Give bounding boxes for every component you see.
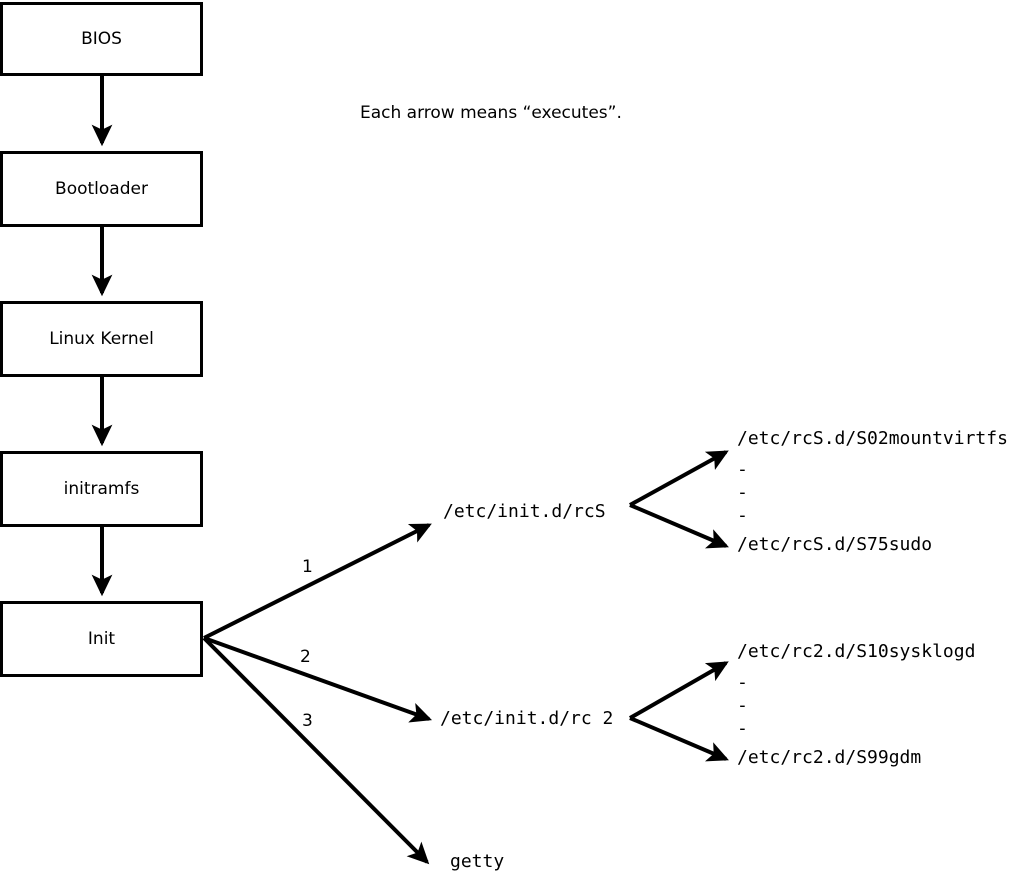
arrow-rc2-to-last-script: [629, 716, 729, 762]
label-getty: getty: [450, 851, 505, 872]
node-init-label: Init: [87, 628, 116, 649]
label-rc2-last-script: /etc/rc2.d/S99gdm: [737, 747, 922, 768]
arrow-number-1: 1: [302, 557, 313, 577]
label-rcs-ellipsis-2: -: [737, 482, 748, 503]
label-rc2-ellipsis-3: -: [737, 718, 748, 739]
node-init: Init: [0, 601, 203, 677]
label-rc2-first-script: /etc/rc2.d/S10sysklogd: [737, 641, 976, 662]
arrow-number-3: 3: [302, 711, 313, 731]
label-rc2-ellipsis-2: -: [737, 695, 748, 716]
label-rc2-ellipsis-1: -: [737, 672, 748, 693]
arrow-rcs-to-first-script: [629, 450, 729, 507]
arrow-rc2-to-first-script: [629, 661, 729, 720]
arrow-rcs-to-last-script: [629, 503, 729, 549]
node-bootloader: Bootloader: [0, 151, 203, 227]
label-rcs-ellipsis-3: -: [737, 505, 748, 526]
node-initramfs-label: initramfs: [63, 478, 140, 499]
label-rcs-ellipsis-1: -: [737, 459, 748, 480]
arrow-init-to-getty: [202, 636, 430, 865]
node-initramfs: initramfs: [0, 451, 203, 527]
arrow-init-to-rcs: [203, 523, 432, 640]
label-init-d-rc2: /etc/init.d/rc 2: [440, 708, 614, 729]
label-init-d-rcs: /etc/init.d/rcS: [443, 501, 606, 522]
node-bootloader-label: Bootloader: [55, 178, 148, 199]
node-bios-label: BIOS: [81, 28, 122, 49]
node-bios: BIOS: [0, 2, 203, 76]
node-linux-kernel: Linux Kernel: [0, 301, 203, 377]
label-rcs-first-script: /etc/rcS.d/S02mountvirtfs: [737, 428, 1008, 449]
arrow-number-2: 2: [300, 647, 311, 667]
arrow-init-to-rc2: [203, 636, 433, 723]
node-linux-kernel-label: Linux Kernel: [49, 328, 154, 349]
caption-text: Each arrow means “executes”.: [360, 103, 622, 123]
label-rcs-last-script: /etc/rcS.d/S75sudo: [737, 534, 933, 555]
